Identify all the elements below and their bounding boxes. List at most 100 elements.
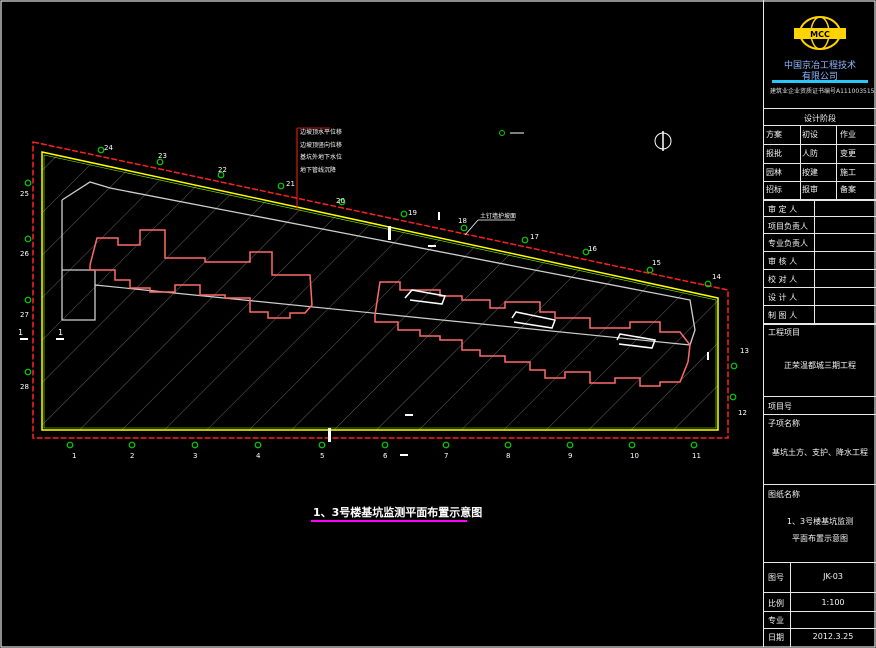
monitoring-point-19 <box>400 210 408 218</box>
subitem-label: 子项名称 <box>768 419 800 428</box>
monitoring-point-label-20: 20 <box>336 197 345 205</box>
legend-item-2: 边坡顶竖向位移 <box>300 141 342 149</box>
monitoring-point-27 <box>24 296 32 304</box>
monitoring-point-label-6: 6 <box>383 452 388 460</box>
svg-text:MCC: MCC <box>810 30 830 39</box>
stage-r4c1: 招标 <box>766 185 782 194</box>
stage-r1c3: 作业 <box>840 130 856 139</box>
drawing-no: JK-03 <box>823 572 843 581</box>
legend: 边坡顶水平位移 边坡顶竖向位移 基坑外地下水位 地下管线沉降 <box>296 127 342 210</box>
pit-inner-boundary <box>41 151 719 431</box>
monitoring-point-15 <box>646 266 654 274</box>
item-no-label: 项目号 <box>768 402 792 411</box>
section-marks <box>20 212 709 456</box>
monitoring-point-label-7: 7 <box>444 452 448 460</box>
company-name-2: 有限公司 <box>801 72 838 82</box>
monitoring-point-1 <box>66 441 74 449</box>
monitoring-point-2 <box>128 441 136 449</box>
stage-r2c2: 人防 <box>802 149 818 158</box>
monitoring-point-label-22: 22 <box>218 166 227 174</box>
monitoring-point-label-28: 28 <box>20 383 29 391</box>
monitoring-point-label-23: 23 <box>158 152 167 160</box>
drawing-name-label: 图纸名称 <box>768 490 800 499</box>
stage-r3c3: 施工 <box>840 168 856 177</box>
monitoring-point-label-26: 26 <box>20 250 29 258</box>
monitoring-point-label-19: 19 <box>408 209 417 217</box>
monitoring-point-7 <box>442 441 450 449</box>
pit-bottom-left <box>61 200 96 321</box>
monitoring-point-label-25: 25 <box>20 190 29 198</box>
monitoring-point-11 <box>690 441 698 449</box>
monitoring-point-label-27: 27 <box>20 311 29 319</box>
company-logo: MCC <box>794 16 846 50</box>
monitoring-point-label-2: 2 <box>130 452 134 460</box>
project-name: 正荣温都城三期工程 <box>784 361 856 370</box>
monitoring-point-label-10: 10 <box>630 452 639 460</box>
section-label-left: 1 <box>18 328 23 337</box>
monitoring-point-label-5: 5 <box>320 452 324 460</box>
stage-r4c2: 报审 <box>802 185 818 194</box>
pit-bottom-outline <box>61 181 696 346</box>
monitoring-point-label-11: 11 <box>692 452 701 460</box>
stage-r3c2: 按建 <box>802 168 818 177</box>
building-1 <box>89 229 313 319</box>
stage-r3c1: 园林 <box>766 168 782 177</box>
monitoring-point-17 <box>521 236 529 244</box>
monitoring-point-10 <box>628 441 636 449</box>
monitoring-point-label-17: 17 <box>530 233 539 241</box>
monitoring-point-9 <box>566 441 574 449</box>
monitoring-point-22 <box>217 171 225 179</box>
company-name-1: 中国京冶工程技术 <box>783 61 856 71</box>
monitoring-point-13 <box>730 362 738 370</box>
stage-r4c3: 备案 <box>840 185 856 194</box>
signer-2: 项目负责人 <box>768 222 808 231</box>
legend-item-1: 边坡顶水平位移 <box>300 128 342 136</box>
building-2 <box>374 281 691 387</box>
monitoring-point-label-3: 3 <box>193 452 197 460</box>
subitem-name: 基坑土方、支护、降水工程 <box>772 448 868 457</box>
monitoring-point-23 <box>156 158 164 166</box>
monitoring-point-21 <box>277 182 285 190</box>
monitoring-point-label-12: 12 <box>738 409 747 417</box>
monitoring-point-8 <box>504 441 512 449</box>
monitoring-point-26 <box>24 235 32 243</box>
monitoring-point-label-1: 1 <box>72 452 76 460</box>
monitoring-point-label-24: 24 <box>104 144 113 152</box>
drawing-title: 1、3号楼基坑监测平面布置示意图 <box>311 505 482 522</box>
signer-3: 专业负责人 <box>768 239 808 248</box>
monitoring-point-label-13: 13 <box>740 347 749 355</box>
section-labels: 1 1 <box>18 328 63 337</box>
monitoring-point-28 <box>24 368 32 376</box>
wall-callout-label: 土钉墙护坡面 <box>480 212 516 220</box>
scale-value: 1:100 <box>821 598 845 607</box>
stage-r1c1: 方案 <box>766 130 782 139</box>
signer-7: 制 图 人 <box>768 311 798 320</box>
monitoring-point-25 <box>24 179 32 187</box>
monitoring-point-24 <box>97 146 105 154</box>
monitoring-point-6 <box>381 441 389 449</box>
date-label: 日期 <box>768 633 784 642</box>
monitoring-point-label-21: 21 <box>286 180 295 188</box>
drawing-name-line1: 1、3号楼基坑监测 <box>786 517 854 526</box>
monitoring-point-label-9: 9 <box>568 452 572 460</box>
wall-callout: 土钉墙护坡面 <box>464 212 516 236</box>
monitoring-point-3 <box>191 441 199 449</box>
stage-r1c2: 初设 <box>802 130 818 139</box>
drawing-name-line2: 平面布置示意图 <box>792 534 848 543</box>
monitoring-point-label-15: 15 <box>652 259 661 267</box>
monitoring-point-16 <box>582 248 590 256</box>
water-marker <box>499 130 524 136</box>
legend-item-4: 地下管线沉降 <box>300 166 336 174</box>
design-stage-label: 设计阶段 <box>804 114 836 123</box>
drawing-no-label: 图号 <box>768 573 784 582</box>
pit-outer-boundary <box>32 141 729 439</box>
drawing-title-text: 1、3号楼基坑监测平面布置示意图 <box>313 505 482 519</box>
signer-1: 审 定 人 <box>768 205 798 214</box>
date-value: 2012.3.25 <box>812 632 854 641</box>
building-inner-marks <box>404 289 657 349</box>
monitoring-point-12 <box>729 393 737 401</box>
north-compass <box>654 131 672 151</box>
monitoring-point-4 <box>254 441 262 449</box>
discipline-label: 专业 <box>768 616 784 625</box>
